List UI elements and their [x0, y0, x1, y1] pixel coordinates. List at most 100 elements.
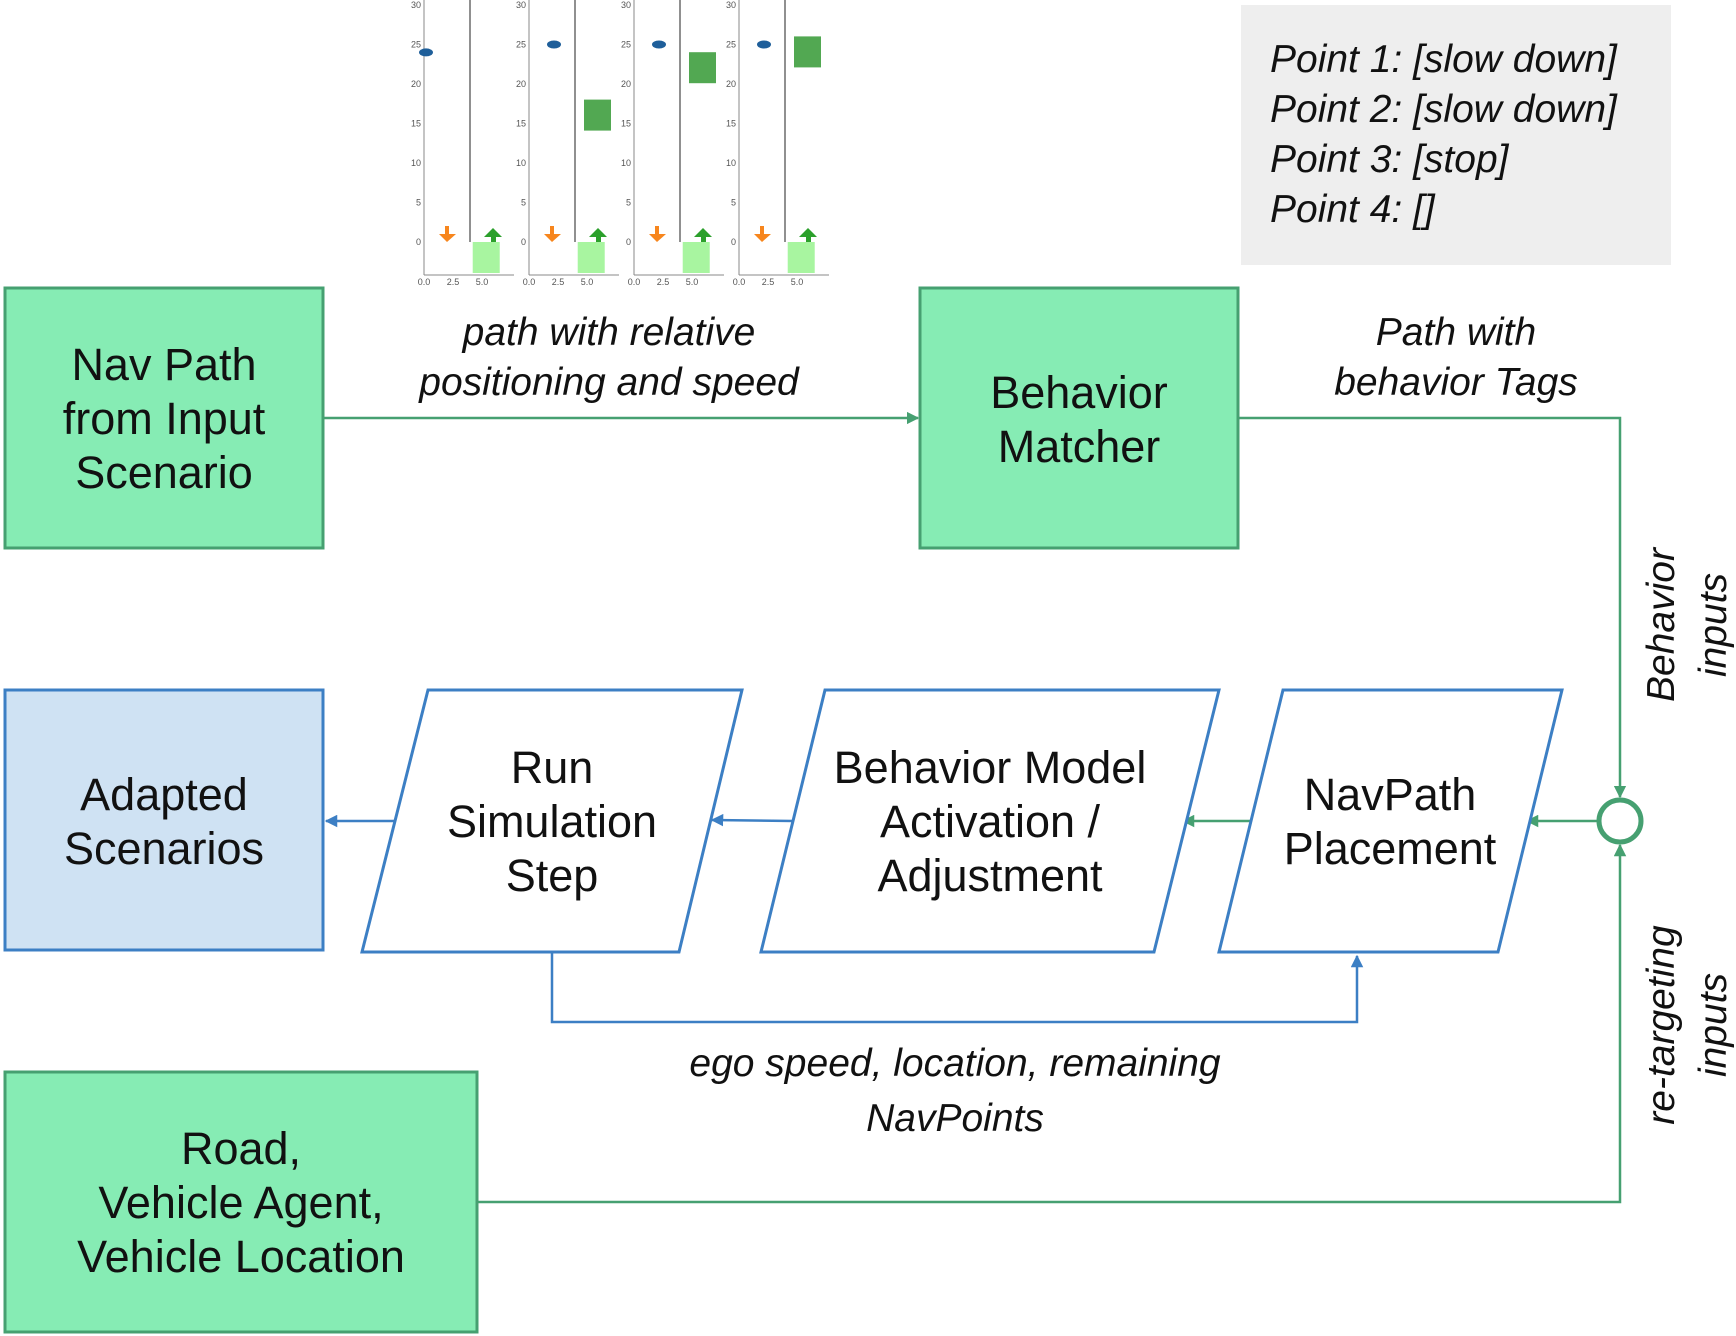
- run-sim-line-2: Simulation: [447, 796, 657, 847]
- nav-path-line-3: Scenario: [75, 447, 253, 498]
- road-line-1: Road,: [181, 1123, 301, 1174]
- plot-green-arrow-stem: [596, 236, 601, 242]
- plot-y-tick: 20: [621, 79, 631, 89]
- road-line-3: Vehicle Location: [77, 1231, 405, 1282]
- behavior-inputs-line-1: Behavior: [1640, 546, 1683, 702]
- plot-orange-arrow: [544, 234, 561, 242]
- plot-y-tick: 0: [731, 237, 736, 247]
- retargeting-inputs-line-2: inputs: [1692, 973, 1735, 1077]
- node-navpath-placement: NavPath Placement: [1217, 688, 1564, 954]
- plot-green-arrow: [589, 228, 607, 237]
- plot-ego-lane-marker: [577, 242, 605, 273]
- adapted-line-1: Adapted: [80, 769, 248, 820]
- plot-green-arrow: [694, 228, 712, 237]
- node-adapted-scenarios: Adapted Scenarios: [3, 688, 325, 952]
- behavior-inputs-line-2: inputs: [1692, 573, 1735, 677]
- plot-orange-arrow-stem: [655, 226, 659, 235]
- plot-y-tick: 5: [731, 198, 736, 208]
- plot-y-tick: 5: [416, 198, 421, 208]
- nav-path-line-1: Nav Path: [71, 339, 256, 390]
- plot-y-tick: 10: [516, 158, 526, 168]
- plot-x-tick: 2.5: [552, 277, 565, 287]
- plot-ego-vehicle: [757, 40, 771, 49]
- legend-item-4: Point 4: []: [1270, 188, 1436, 231]
- plot-y-tick: 0: [521, 237, 526, 247]
- plot-y-tick: 15: [726, 119, 736, 129]
- plot-green-arrow-stem: [491, 236, 496, 242]
- plot-y-tick: 25: [411, 40, 421, 50]
- legend-item-1: Point 1: [slow down]: [1270, 38, 1618, 81]
- plot-orange-arrow-stem: [760, 226, 764, 235]
- plot-y-tick: 0: [626, 237, 631, 247]
- plot-y-tick: 5: [626, 198, 631, 208]
- plot-ego-lane-marker: [472, 242, 500, 273]
- plot-y-tick: 0: [416, 237, 421, 247]
- plot-x-tick: 0.0: [523, 277, 536, 287]
- label-ego-line-1: ego speed, location, remaining: [689, 1042, 1220, 1085]
- plot-x-tick: 2.5: [762, 277, 775, 287]
- behavior-model-line-1: Behavior Model: [834, 742, 1147, 793]
- nav-path-line-2: from Input: [63, 393, 266, 444]
- behavior-matcher-line-2: Matcher: [998, 421, 1161, 472]
- plot-ego-vehicle: [652, 40, 666, 49]
- plot-x-tick: 0.0: [418, 277, 431, 287]
- plot-green-arrow-stem: [806, 236, 811, 242]
- plot-orange-arrow: [649, 234, 666, 242]
- connectors: [324, 411, 1644, 1204]
- retargeting-inputs-line-1: re-targeting: [1640, 925, 1683, 1125]
- plot-ego-lane-marker: [787, 242, 815, 273]
- label-behavior-inputs: Behavior inputs: [1640, 546, 1735, 702]
- plot-y-tick: 25: [726, 40, 736, 50]
- plot-obstacle-vehicle: [584, 99, 611, 131]
- behavior-tag-legend: Point 1: [slow down] Point 2: [slow down…: [1241, 5, 1671, 265]
- plot-orange-arrow: [754, 234, 771, 242]
- plot-ego-vehicle: [419, 48, 433, 57]
- plot-x-tick: 5.0: [686, 277, 699, 287]
- plot-y-tick: 30: [516, 0, 526, 10]
- arrow-road-to-junction: [478, 843, 1627, 1204]
- plot-y-tick: 10: [411, 158, 421, 168]
- adapted-line-2: Scenarios: [64, 823, 264, 874]
- plot-x-tick: 5.0: [581, 277, 594, 287]
- node-run-simulation: Run Simulation Step: [360, 688, 744, 954]
- legend-background: [1241, 5, 1671, 265]
- plot-orange-arrow: [439, 234, 456, 242]
- plot-obstacle-vehicle: [689, 52, 716, 84]
- label-tags-line-1: Path with: [1376, 311, 1536, 354]
- plot-x-tick: 2.5: [447, 277, 460, 287]
- plot-y-tick: 10: [726, 158, 736, 168]
- label-relative-line-1: path with relative: [462, 311, 756, 354]
- label-retargeting-inputs: re-targeting inputs: [1640, 925, 1735, 1125]
- arrow-matcher-to-junction: [1238, 416, 1627, 799]
- plot-x-tick: 0.0: [628, 277, 641, 287]
- plot-y-tick: 5: [521, 198, 526, 208]
- junction-node: [1596, 797, 1644, 845]
- placement-line-1: NavPath: [1304, 769, 1477, 820]
- plot-y-tick: 10: [621, 158, 631, 168]
- plot-y-tick: 15: [411, 119, 421, 129]
- label-ego-line-2: NavPoints: [866, 1097, 1044, 1140]
- plot-x-tick: 5.0: [476, 277, 489, 287]
- arrow-simulation-feedback: [550, 952, 1364, 1024]
- node-nav-path: Nav Path from Input Scenario: [3, 286, 325, 550]
- plot-y-tick: 20: [411, 79, 421, 89]
- simulation-frame-plots: 0 5 10 15 20 25 30 0.0 2.5 5.0 0 5 10 15 20 25 30 0.0 2.5 5…: [411, 0, 829, 287]
- plot-green-arrow-stem: [701, 236, 706, 242]
- plot-x-tick: 0.0: [733, 277, 746, 287]
- plot-y-tick: 30: [726, 0, 736, 10]
- node-behavior-model: Behavior Model Activation / Adjustment: [759, 688, 1221, 954]
- plot-x-tick: 2.5: [657, 277, 670, 287]
- plot-y-tick: 15: [621, 119, 631, 129]
- run-sim-line-1: Run: [511, 742, 594, 793]
- node-behavior-matcher: Behavior Matcher: [918, 286, 1240, 550]
- plot-ego-lane-marker: [682, 242, 710, 273]
- legend-item-3: Point 3: [stop]: [1270, 138, 1510, 181]
- plot-y-tick: 25: [516, 40, 526, 50]
- run-sim-line-3: Step: [506, 850, 599, 901]
- behavior-matcher-line-1: Behavior: [990, 367, 1168, 418]
- road-line-2: Vehicle Agent,: [98, 1177, 383, 1228]
- plot-y-tick: 25: [621, 40, 631, 50]
- behavior-model-line-3: Adjustment: [877, 850, 1103, 901]
- legend-item-2: Point 2: [slow down]: [1270, 88, 1618, 131]
